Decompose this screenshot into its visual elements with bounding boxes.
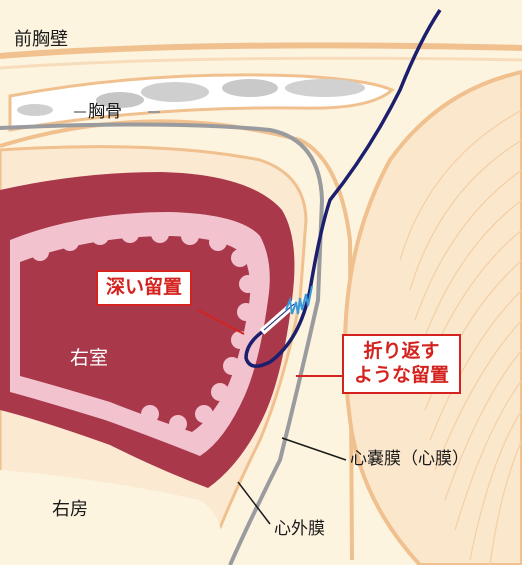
sternum-bone-3 xyxy=(222,79,278,97)
callout-folded-line2: ような留置 xyxy=(354,364,449,388)
sternum-bone-5 xyxy=(17,104,53,116)
label-pericardium: 心嚢膜（心膜） xyxy=(350,450,469,469)
sternum-bone-2 xyxy=(141,82,209,102)
callout-deep-placement: 深い留置 xyxy=(96,270,192,306)
label-sternum: 胸骨 xyxy=(88,103,122,122)
callout-folded-placement: 折り返す ような留置 xyxy=(342,334,461,394)
sternum-bone-4 xyxy=(285,79,365,97)
callout-deep-placement-text: 深い留置 xyxy=(106,276,182,298)
callout-folded-line1: 折り返す xyxy=(354,340,449,364)
label-anterior-chest-wall: 前胸壁 xyxy=(14,30,68,50)
label-right-ventricle: 右室 xyxy=(70,348,108,369)
label-epicardium: 心外膜 xyxy=(274,520,325,539)
label-right-atrium: 右房 xyxy=(52,500,88,520)
